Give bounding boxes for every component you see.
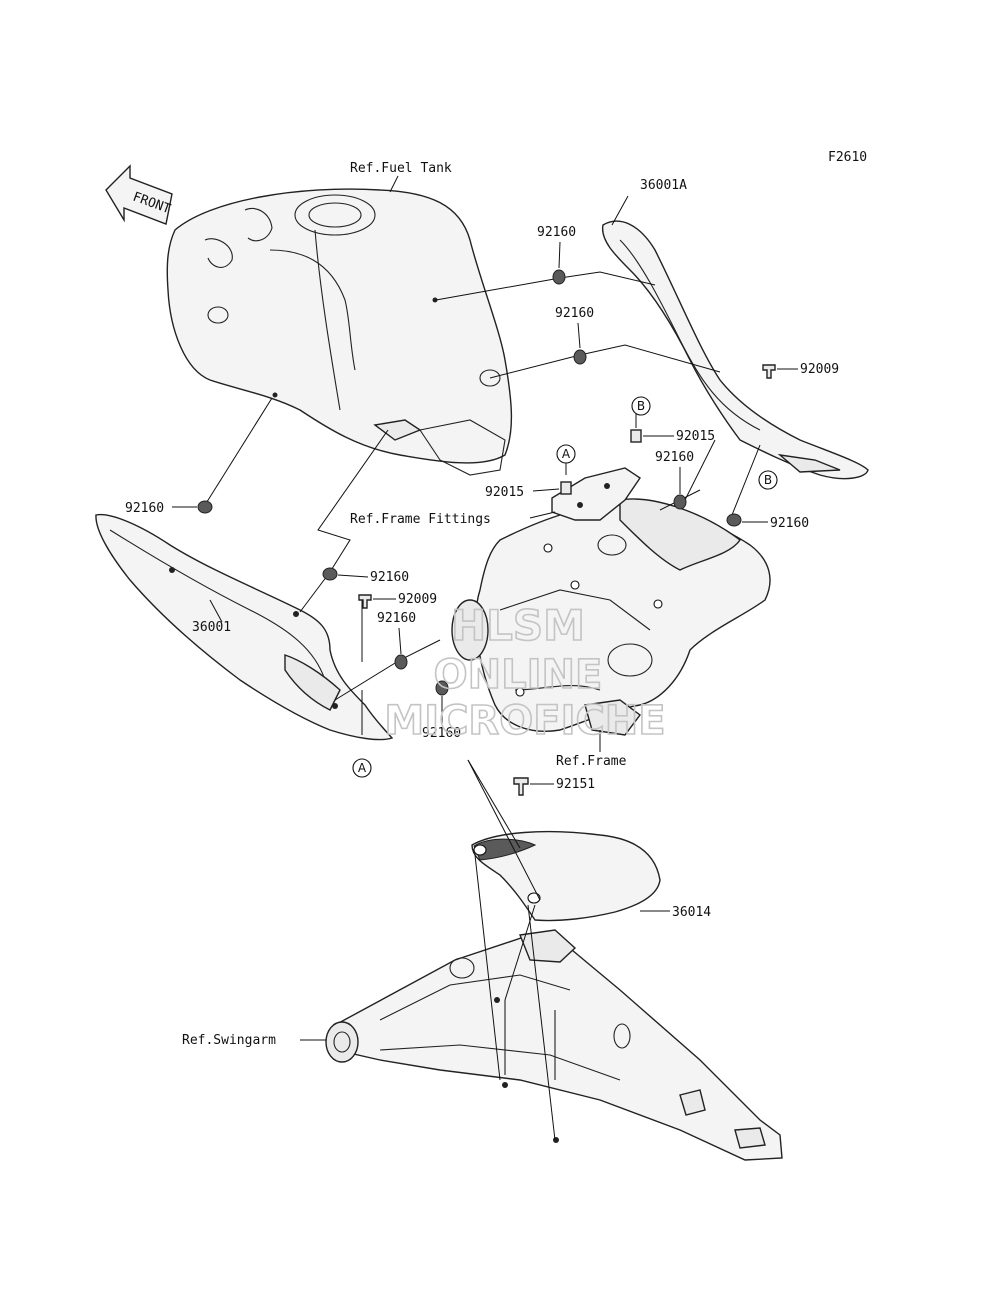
- bolt-92009-a: 92009: [762, 362, 839, 379]
- bolt-92151: 92151: [513, 777, 595, 796]
- svg-text:92160: 92160: [370, 570, 409, 585]
- callout-a-lower: A: [352, 758, 372, 778]
- callout-b-right: B: [758, 470, 778, 490]
- svg-text:92160: 92160: [422, 726, 461, 741]
- grommet-92160-h: 92160: [422, 680, 461, 741]
- grommet-92160-g: 92160: [377, 611, 416, 670]
- svg-text:92160: 92160: [770, 516, 809, 531]
- svg-text:B: B: [764, 473, 772, 487]
- fuel-tank-outline: [166, 188, 513, 476]
- grommet-92160-e: 92160: [726, 513, 809, 531]
- svg-text:92151: 92151: [556, 777, 595, 792]
- assembly-lines: [204, 271, 761, 1141]
- ref-frame-fittings-label: Ref.Frame Fittings: [350, 512, 491, 527]
- svg-text:92160: 92160: [537, 225, 576, 240]
- svg-text:92009: 92009: [398, 592, 437, 607]
- ref-frame-label: Ref.Frame: [556, 754, 627, 769]
- callout-a-upper: A: [556, 444, 576, 464]
- frame-outline: [451, 498, 771, 736]
- chain-cover-36014: [471, 830, 661, 922]
- grommet-92160-c: 92160: [125, 500, 213, 516]
- svg-text:92015: 92015: [485, 485, 524, 500]
- svg-text:92160: 92160: [655, 450, 694, 465]
- svg-text:92160: 92160: [555, 306, 594, 321]
- svg-text:A: A: [562, 447, 571, 461]
- watermark: HLSM ONLINE MICROFICHE: [384, 600, 667, 745]
- callout-b-upper: B: [631, 396, 651, 416]
- front-arrow-icon: FRONT: [105, 164, 173, 225]
- side-cover-36001A: [601, 220, 869, 480]
- grommet-92160-d: 92160: [655, 450, 694, 510]
- svg-text:92015: 92015: [676, 429, 715, 444]
- svg-text:B: B: [637, 399, 645, 413]
- frame-fitting-bracket: [551, 467, 641, 521]
- svg-text:A: A: [358, 761, 367, 775]
- ref-fuel-tank-label: Ref.Fuel Tank: [350, 161, 452, 176]
- grommet-92160-a: 92160: [537, 225, 576, 285]
- bolt-92009-b: 92009: [358, 592, 437, 609]
- grommet-92160-b: 92160: [555, 306, 594, 365]
- part-36001A-label: 36001A: [640, 178, 687, 193]
- svg-text:92009: 92009: [800, 362, 839, 377]
- svg-text:ONLINE: ONLINE: [434, 652, 603, 698]
- ref-swingarm-label: Ref.Swingarm: [182, 1033, 276, 1048]
- svg-text:92160: 92160: [125, 501, 164, 516]
- side-cover-36001: [95, 513, 394, 741]
- swingarm-outline: [325, 929, 783, 1161]
- part-36014-label: 36014: [672, 905, 711, 920]
- figure-code: F2610: [828, 150, 867, 165]
- svg-text:MICROFICHE: MICROFICHE: [384, 698, 665, 744]
- svg-text:92160: 92160: [377, 611, 416, 626]
- svg-text:HLSM: HLSM: [451, 601, 585, 650]
- collar-92015-a: 92015: [630, 429, 715, 444]
- part-36001-label: 36001: [192, 620, 231, 635]
- grommet-92160-f: 92160: [322, 567, 409, 585]
- collar-92015-b: 92015: [485, 481, 572, 500]
